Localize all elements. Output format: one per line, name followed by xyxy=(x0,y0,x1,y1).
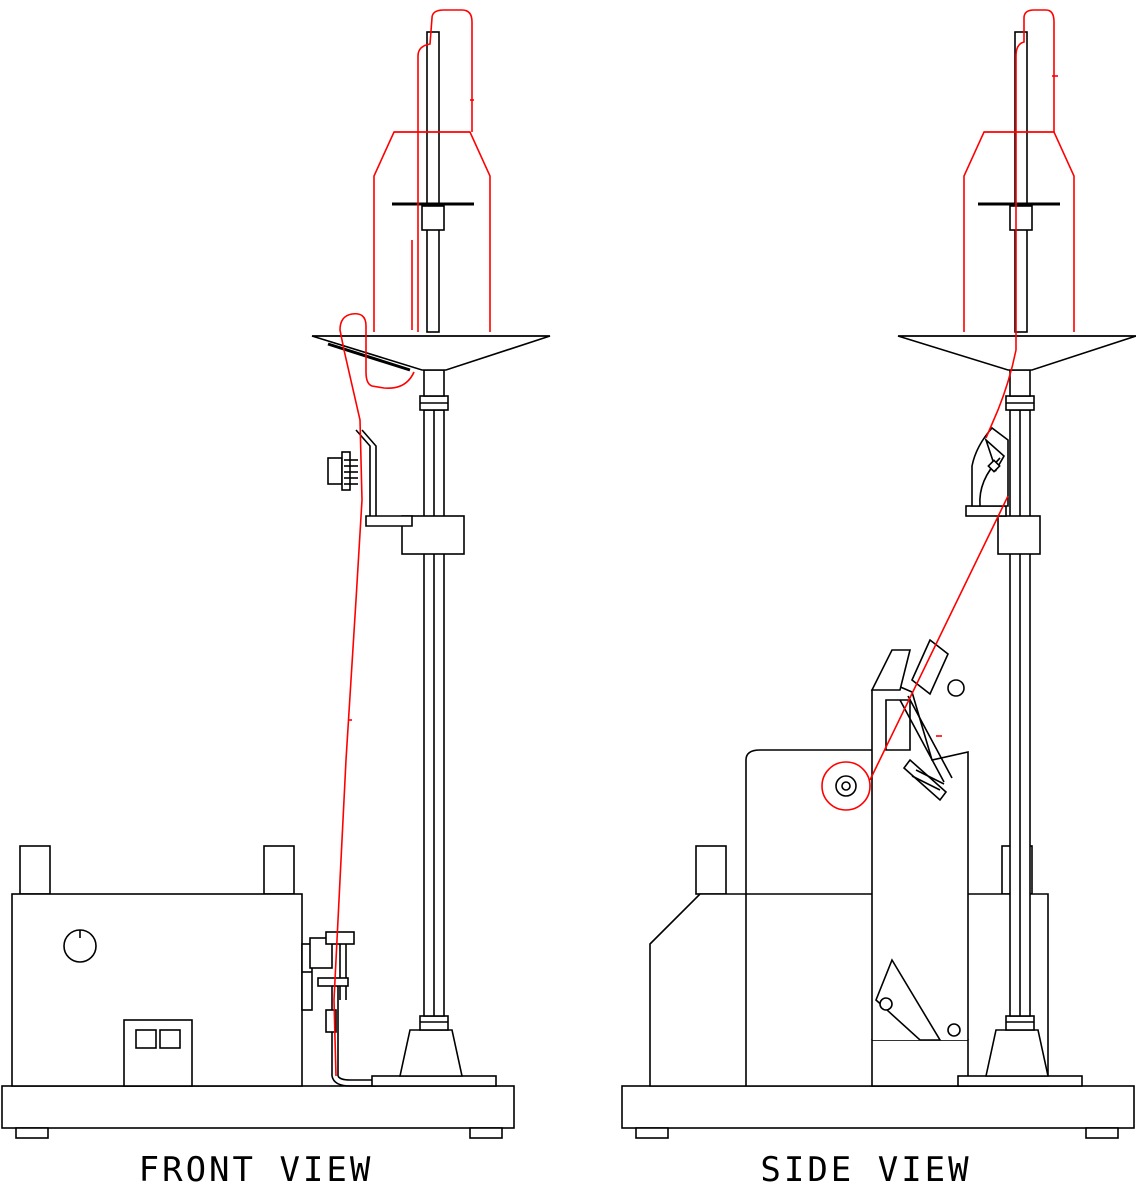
side-traverse-arm xyxy=(870,638,969,1087)
side-tensioner xyxy=(965,426,1041,555)
front-creel-dish xyxy=(311,335,551,372)
front-machine-housing xyxy=(11,845,313,1087)
side-yarn-path xyxy=(869,9,1055,781)
switch-panel xyxy=(123,1019,193,1087)
front-tensioner xyxy=(327,429,465,555)
front-base-plate xyxy=(1,1085,515,1139)
side-machine-housing xyxy=(649,749,1049,1087)
front-stand-foot xyxy=(371,1015,497,1087)
front-view xyxy=(1,9,551,1139)
side-view xyxy=(621,9,1136,1139)
side-pole xyxy=(1005,369,1035,1017)
side-base-plate xyxy=(621,1085,1135,1139)
winding-drum xyxy=(821,761,871,811)
front-yarn-guide xyxy=(309,931,376,1087)
side-view-caption: SIDE VIEW xyxy=(760,1150,972,1190)
front-pole xyxy=(419,369,449,1017)
front-yarn-path xyxy=(333,9,473,1077)
side-creel-dish xyxy=(897,335,1136,371)
front-view-caption: FRONT VIEW xyxy=(138,1150,374,1190)
side-stand-foot xyxy=(957,1015,1083,1087)
side-spindle xyxy=(978,31,1060,333)
front-spindle xyxy=(392,31,474,333)
